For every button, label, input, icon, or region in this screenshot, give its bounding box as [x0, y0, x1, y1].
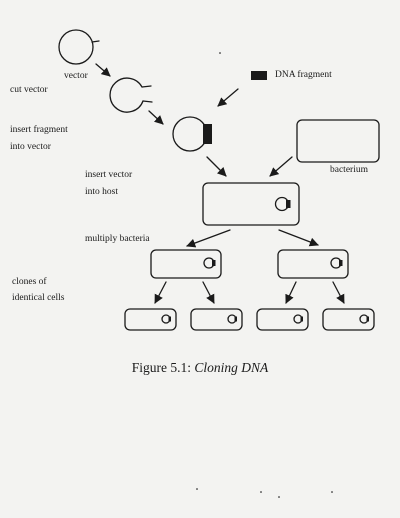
vector-plasmid — [58, 29, 100, 65]
figure-caption: Figure 5.1: Cloning DNA — [0, 360, 400, 376]
cut-vector-plasmid — [109, 77, 153, 113]
multiply-bacteria-label: multiply bacteria — [85, 234, 150, 244]
caption-prefix: Figure 5.1: — [131, 360, 191, 375]
clone-cell-1 — [124, 308, 177, 331]
insert-vector-label: insert vector into host — [85, 170, 132, 198]
insert-fragment-line2: into vector — [10, 141, 51, 152]
scan-speck — [278, 496, 280, 498]
host-cell — [202, 182, 300, 226]
arrow-to-clone-1 — [154, 281, 167, 304]
recombinant-vector — [172, 116, 212, 152]
arrow-to-clone-3 — [285, 281, 297, 304]
clone-cell-3 — [256, 308, 309, 331]
clones-line2: identical cells — [12, 292, 65, 303]
arrow-bacterium-to-host — [269, 156, 293, 177]
insert-fragment-label: insert fragment into vector — [10, 125, 68, 153]
caption-title: Cloning DNA — [194, 360, 269, 375]
insert-fragment-line1: insert fragment — [10, 125, 68, 135]
bacterium-label: bacterium — [330, 165, 368, 175]
dna-fragment-label: DNA fragment — [275, 70, 332, 80]
clone-cell-4 — [322, 308, 375, 331]
cut-vector-label: cut vector — [10, 85, 48, 95]
arrow-vector-to-cut — [95, 63, 111, 77]
clone-cell-2 — [190, 308, 243, 331]
insert-vector-line1: insert vector — [85, 170, 133, 180]
scan-speck — [331, 491, 333, 493]
clones-line1: clones of — [12, 277, 47, 287]
arrow-to-clone-4 — [332, 281, 345, 304]
arrow-cut-to-recombinant — [148, 110, 164, 125]
scan-speck — [196, 488, 198, 490]
vector-label: vector — [64, 71, 88, 81]
daughter-cell-left — [150, 249, 222, 279]
insert-vector-line2: into host — [85, 186, 118, 197]
clones-label: clones of identical cells — [12, 277, 65, 304]
scan-speck — [219, 52, 221, 54]
arrow-host-to-left — [186, 229, 231, 248]
arrow-vector-to-host — [206, 156, 227, 177]
dna-fragment — [251, 71, 267, 80]
arrow-to-clone-2 — [202, 281, 215, 304]
arrow-fragment-to-vector — [217, 88, 239, 107]
arrow-host-to-right — [278, 229, 319, 247]
bacterium-cell — [296, 119, 380, 163]
scan-speck — [260, 491, 262, 493]
daughter-cell-right — [277, 249, 349, 279]
